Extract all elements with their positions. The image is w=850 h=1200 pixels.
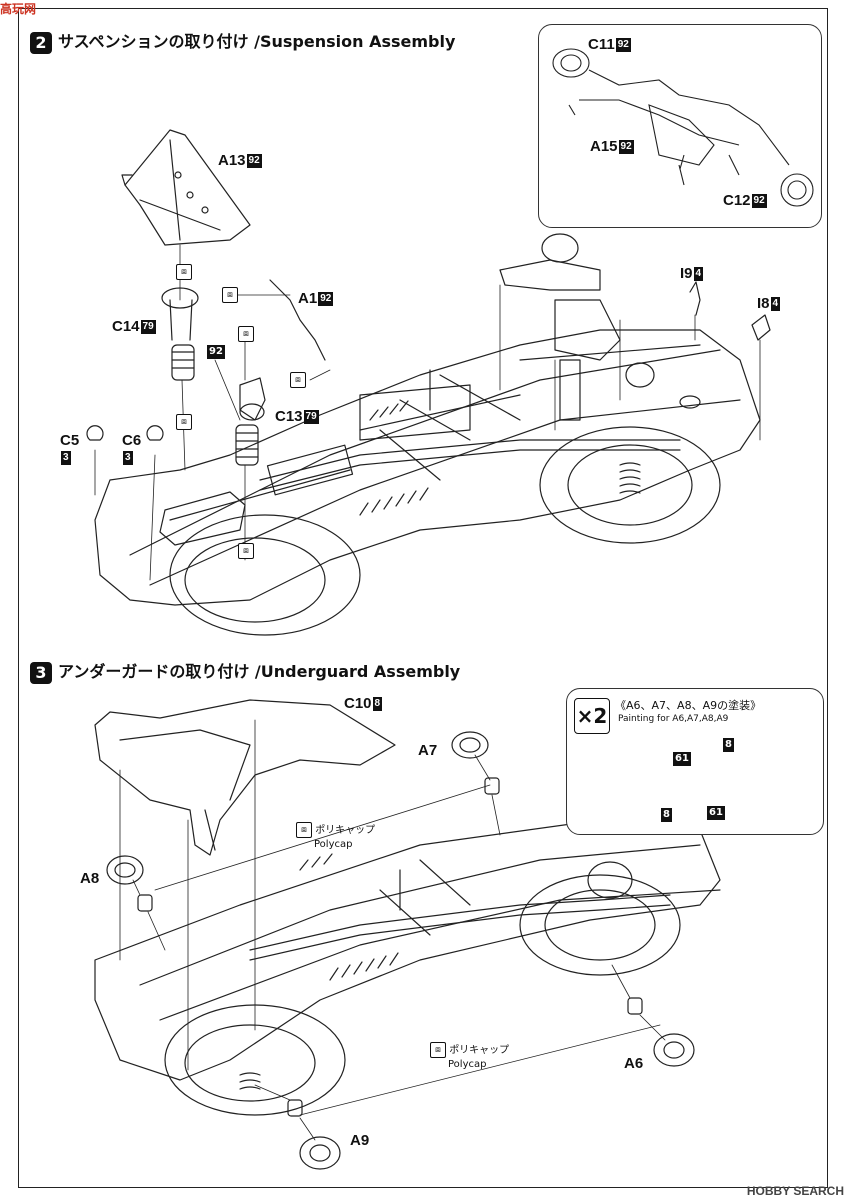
step2-title-text: サスペンションの取り付け /Suspension Assembly	[58, 32, 456, 51]
label-a8: A8	[80, 870, 100, 887]
part-i9-shape	[689, 281, 701, 316]
suspension-detail-inset	[538, 24, 822, 228]
part-a1-shape	[269, 279, 326, 361]
glue-icon: ⧈	[290, 372, 306, 388]
step3-title: 3 アンダーガードの取り付け /Underguard Assembly	[30, 658, 460, 684]
polycap-note-lower: ⧈ ポリキャップ Polycap	[430, 1042, 509, 1071]
step2-title: 2 サスペンションの取り付け /Suspension Assembly	[30, 28, 455, 54]
label-a7: A7	[418, 742, 438, 759]
label-a9: A9	[350, 1132, 370, 1149]
polycap-ja-upper: ポリキャップ	[315, 825, 376, 836]
polycap-icon: ⧈	[296, 822, 312, 838]
step3-number: 3	[30, 661, 52, 684]
paint-note-title: 《A6、A7、A8、A9の塗装》	[615, 699, 762, 712]
part-c6-shape	[146, 425, 164, 441]
label-loose-92: 92	[207, 345, 225, 359]
hub-parts	[106, 731, 695, 1170]
paint-note-subtitle: Painting for A6,A7,A8,A9	[618, 714, 729, 724]
paint-color-8b: 8	[661, 808, 672, 822]
watermark-logo: 高玩网	[0, 2, 37, 16]
step3-title-text: アンダーガードの取り付け /Underguard Assembly	[58, 662, 461, 681]
part-c5-shape	[86, 425, 104, 441]
glue-icon: ⧈	[176, 264, 192, 280]
polycap-icon: ⧈	[430, 1042, 446, 1058]
multiplier-badge: ×2	[574, 698, 610, 734]
step2-number: 2	[30, 31, 52, 54]
step3-chassis	[94, 819, 721, 1116]
part-a13-shape	[121, 129, 251, 246]
polycap-note-upper: ⧈ ポリキャップ Polycap	[296, 822, 375, 851]
step3-leader-lines	[119, 719, 666, 1141]
paint-color-8a: 8	[723, 738, 734, 752]
part-i8-shape	[751, 314, 771, 341]
step2-chassis	[94, 233, 761, 636]
page-frame	[18, 8, 828, 1188]
watermark-hobbysearch: HOBBY SEARCH	[746, 1184, 844, 1198]
part-c14-shape	[161, 287, 266, 466]
polycap-en-lower: Polycap	[448, 1059, 487, 1070]
part-c10-shape	[94, 699, 396, 856]
glue-icon: ⧈	[222, 287, 238, 303]
polycap-en-upper: Polycap	[314, 839, 353, 850]
glue-icon: ⧈	[238, 326, 254, 342]
paint-color-61a: 61	[673, 752, 691, 766]
polycap-ja-lower: ポリキャップ	[449, 1045, 510, 1056]
paint-color-61b: 61	[707, 806, 725, 820]
glue-icon: ⧈	[238, 543, 254, 559]
glue-icon: ⧈	[176, 414, 192, 430]
label-a6: A6	[624, 1055, 644, 1072]
inset-drawing	[552, 48, 814, 207]
